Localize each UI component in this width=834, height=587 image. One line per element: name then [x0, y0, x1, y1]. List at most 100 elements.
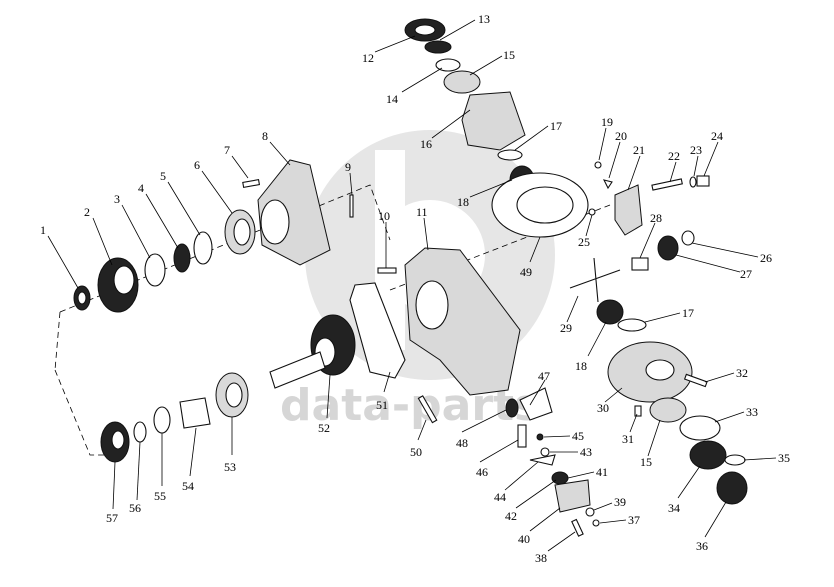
- part-49-ring-gear-bore: [516, 186, 574, 224]
- part-1-nut-hole: [77, 291, 87, 305]
- part-11-housing-bore: [415, 280, 449, 330]
- leader-8: [269, 141, 291, 166]
- leader-2: [92, 217, 113, 266]
- part-47-fork: [519, 387, 553, 421]
- leader-45: [543, 435, 571, 438]
- part-41-collar: [551, 471, 569, 485]
- part-50-bolt: [417, 395, 438, 424]
- part-10-stud: [377, 267, 397, 274]
- callout-15a: 15: [503, 48, 515, 62]
- leader-6: [201, 170, 233, 214]
- leader-29: [566, 295, 579, 323]
- part-46-rod: [517, 424, 527, 448]
- part-15-bearing-lower: [649, 397, 687, 423]
- callout-18a: 18: [457, 195, 469, 209]
- part-4-ring: [173, 243, 191, 273]
- leader-30: [604, 387, 623, 403]
- leader-47: [529, 379, 546, 406]
- callout-20: 20: [615, 129, 627, 143]
- part-33-ring: [679, 415, 721, 441]
- leader-32: [704, 372, 735, 383]
- callout-51: 51: [376, 398, 388, 412]
- leader-19: [598, 127, 607, 161]
- leader-9: [349, 172, 353, 196]
- leader-26: [691, 242, 759, 258]
- part-45-ball: [536, 433, 544, 441]
- callout-41: 41: [596, 465, 608, 479]
- callout-55: 55: [154, 489, 166, 503]
- part-54-sleeve: [179, 397, 211, 429]
- callout-29: 29: [560, 321, 572, 335]
- part-32-bolt: [683, 373, 708, 388]
- leader-25: [585, 214, 593, 237]
- part-17-shim-top: [497, 149, 523, 161]
- callout-8: 8: [262, 129, 268, 143]
- part-56-ring: [133, 421, 147, 443]
- part-25-pin: [588, 208, 596, 216]
- part-29-cross: [569, 257, 621, 303]
- callout-34: 34: [668, 501, 680, 515]
- leader-48: [461, 409, 507, 433]
- part-20-pin: [602, 179, 613, 190]
- callout-11: 11: [416, 205, 428, 219]
- part-37-nut: [592, 519, 600, 527]
- part-26-washer: [681, 230, 695, 246]
- callout-2: 2: [84, 205, 90, 219]
- part-34-gear: [689, 440, 727, 470]
- callout-23: 23: [690, 143, 702, 157]
- leader-14: [401, 67, 443, 93]
- part-15-bearing-top: [443, 70, 481, 94]
- callout-labels: 1 2 3 4 5 6 7 8 9 10 11 12 13 14 15 16 1…: [40, 12, 790, 565]
- part-6-bearing-bore: [233, 218, 251, 246]
- leader-lines: [47, 19, 777, 552]
- part-51-gasket: [349, 282, 406, 379]
- callout-30: 30: [597, 401, 609, 415]
- leader-50: [417, 419, 427, 441]
- part-16-carrier: [461, 91, 526, 151]
- leader-3: [121, 204, 151, 259]
- part-13-washer: [424, 40, 452, 54]
- part-18-pinion-lower: [596, 299, 624, 325]
- callout-24: 24: [711, 129, 723, 143]
- leader-52: [326, 374, 331, 419]
- part-57-flange-hub: [111, 430, 125, 450]
- part-55-ring: [153, 406, 171, 434]
- callout-50: 50: [410, 445, 422, 459]
- leader-24: [703, 141, 719, 177]
- leader-54: [189, 427, 197, 477]
- leader-46: [479, 439, 519, 463]
- callout-5: 5: [160, 169, 166, 183]
- leader-16: [431, 109, 471, 139]
- callout-46: 46: [476, 465, 488, 479]
- part-53-bearing-bore: [225, 382, 243, 408]
- part-23-ring: [689, 176, 697, 188]
- callout-13: 13: [478, 12, 490, 26]
- leader-49: [529, 236, 541, 263]
- callout-17b: 17: [682, 306, 694, 320]
- leader-38: [547, 531, 576, 552]
- part-8-housing-bore: [260, 199, 290, 245]
- callout-4: 4: [138, 181, 144, 195]
- part-43-washer: [540, 447, 550, 457]
- parts: [73, 18, 748, 537]
- part-22-shaft: [651, 178, 683, 191]
- leader-18b: [587, 321, 607, 357]
- part-27-side-gear: [657, 235, 679, 261]
- part-44-plate: [529, 454, 556, 466]
- leader-1: [47, 235, 79, 289]
- callout-42: 42: [505, 509, 517, 523]
- leader-37: [599, 519, 627, 524]
- part-31-bolt: [634, 405, 642, 417]
- leader-27: [675, 254, 741, 273]
- callout-57: 57: [106, 511, 118, 525]
- callout-28: 28: [650, 211, 662, 225]
- leader-15a: [469, 55, 503, 76]
- leader-41: [567, 471, 595, 479]
- leader-36: [704, 501, 727, 538]
- callout-6: 6: [194, 158, 200, 172]
- callout-25: 25: [578, 235, 590, 249]
- leader-31: [629, 413, 638, 433]
- callout-38: 38: [535, 551, 547, 565]
- leader-17b: [644, 312, 681, 323]
